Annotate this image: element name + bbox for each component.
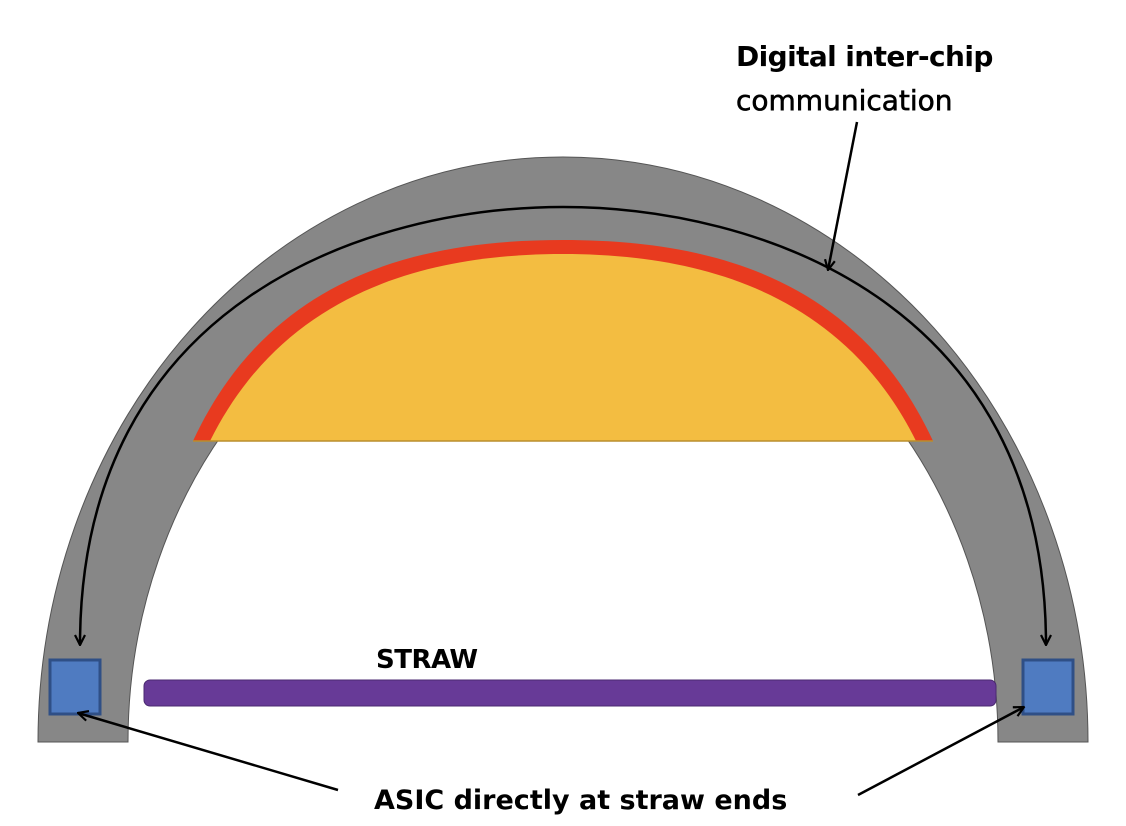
digital-comm-label-line1: Digital inter-chip (736, 40, 993, 73)
comm-arrow-left (80, 205, 564, 645)
asic-pointer-left (78, 713, 339, 792)
asic-label: ASIC directly at straw ends (374, 785, 788, 816)
asic-right (1021, 658, 1075, 716)
asic-left (48, 658, 102, 716)
asic-pointer-right (857, 707, 1024, 797)
segment-fill (210, 254, 916, 441)
digital-label-pointer (828, 121, 859, 270)
straw-bar (143, 679, 997, 707)
straw-label: STRAW (376, 645, 478, 675)
digital-comm-label-line2: communication (736, 84, 953, 118)
comm-arrow-right (562, 205, 1046, 645)
